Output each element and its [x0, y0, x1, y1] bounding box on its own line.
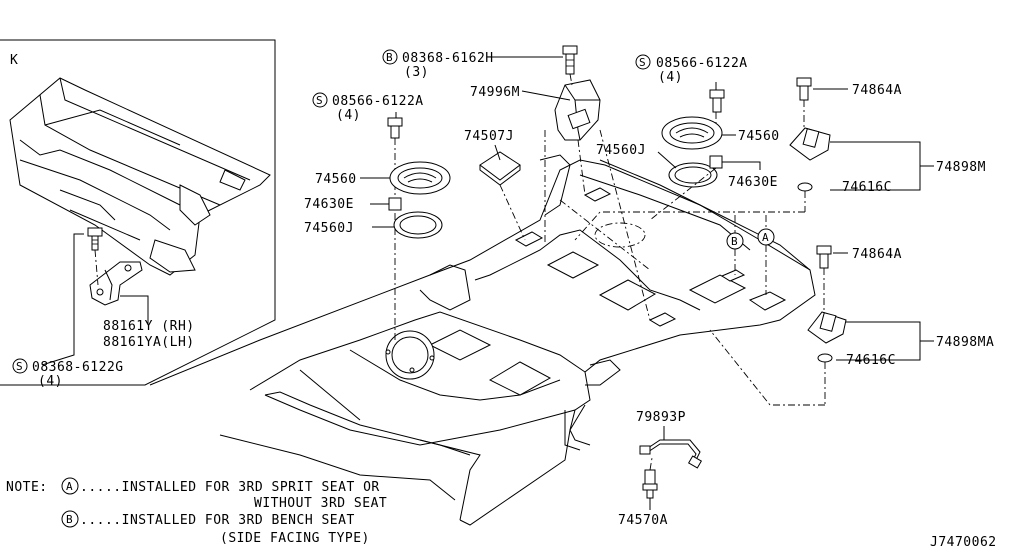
note-a-line1: .....INSTALLED FOR 3RD SPRIT SEAT OR	[80, 480, 380, 495]
part-number-74507j: 74507J	[464, 129, 514, 144]
nut-74630e-right	[709, 155, 723, 169]
clip-74570a	[642, 469, 658, 499]
note-marker-a-circle	[61, 477, 79, 495]
notes: NOTE: A .....INSTALLED FOR 3RD SPRIT SEA…	[6, 477, 387, 546]
pad-74507j	[479, 151, 521, 186]
note-a-line2: WITHOUT 3RD SEAT	[254, 496, 387, 511]
note-b-line2: (SIDE FACING TYPE)	[220, 531, 370, 546]
note-b-line1: .....INSTALLED FOR 3RD BENCH SEAT	[80, 513, 355, 528]
part-number-08368-6122g: 08368-6122G	[32, 360, 124, 375]
marker-s-circle	[312, 92, 328, 108]
quantity-label: (4)	[38, 374, 63, 389]
bolt-08368-6162h	[562, 45, 578, 75]
part-number-74560-left: 74560	[315, 172, 357, 187]
part-number-88161y: 88161Y (RH)	[103, 319, 195, 334]
part-number-74864a-top: 74864A	[852, 83, 902, 98]
part-number-08566-6122a-left: 08566-6122A	[332, 94, 424, 109]
screw-08566-6122a-left	[387, 117, 403, 139]
part-number-08566-6122a-right: 08566-6122A	[656, 56, 748, 71]
part-number-74630e-left: 74630E	[304, 197, 354, 212]
part-number-74996m: 74996M	[470, 85, 520, 100]
note-prefix: NOTE:	[6, 480, 48, 495]
hook-74898m	[789, 127, 831, 161]
marker-s-label: S	[316, 94, 323, 107]
nut-74630e-left	[388, 197, 402, 211]
part-number-74898ma: 74898MA	[936, 335, 994, 350]
bolt-08368-6122g	[87, 227, 103, 251]
marker-b-floor-label: B	[731, 235, 738, 248]
detail-view-label: K	[10, 53, 18, 68]
part-number-79893p: 79893P	[636, 410, 686, 425]
quantity-label: (3)	[404, 65, 429, 80]
note-marker-b-circle	[61, 510, 79, 528]
part-number-74560j-left: 74560J	[304, 221, 354, 236]
note-marker-b-label: B	[66, 513, 73, 526]
washer-74616c-mid	[817, 353, 833, 363]
part-number-88161ya: 88161YA(LH)	[103, 335, 195, 350]
part-number-08368-6162h: 08368-6162H	[402, 51, 494, 66]
part-number-74898m: 74898M	[936, 160, 986, 175]
quantity-label: (4)	[336, 108, 361, 123]
marker-s-circle	[12, 358, 28, 374]
harness-79893p	[639, 439, 703, 469]
part-number-74864a-mid: 74864A	[852, 247, 902, 262]
quantity-label: (4)	[658, 70, 683, 85]
hook-74898ma	[807, 311, 847, 344]
floor-panel	[149, 154, 816, 526]
detail-view-k: K	[0, 39, 276, 389]
screw-08566-6122a-right	[709, 89, 725, 113]
plug-74560-left	[389, 161, 451, 195]
inset-floor-panel	[9, 77, 271, 276]
bolt-74864a-top	[796, 77, 812, 101]
marker-b-label: B	[386, 51, 393, 64]
bracket-74996m	[554, 79, 601, 141]
seal-74560j-right	[668, 162, 718, 188]
bolt-74864a-mid	[816, 245, 832, 269]
note-marker-a-label: A	[66, 480, 73, 493]
part-number-74630e-right: 74630E	[728, 175, 778, 190]
part-number-74560-right: 74560	[738, 129, 780, 144]
marker-b-circle	[382, 49, 398, 65]
part-number-74616c-mid: 74616C	[846, 353, 896, 368]
bracket-88161y	[89, 261, 143, 306]
plug-74560-right	[661, 116, 723, 150]
washer-74616c-top	[797, 182, 813, 192]
part-number-74616c-top: 74616C	[842, 180, 892, 195]
marker-s-label: S	[16, 360, 23, 373]
seal-74560j-left	[393, 211, 443, 239]
marker-s-label: S	[639, 56, 646, 69]
marker-a-floor-label: A	[762, 231, 769, 244]
marker-s-circle	[635, 54, 651, 70]
part-number-74560j-right: 74560J	[596, 143, 646, 158]
part-number-74570a: 74570A	[618, 513, 668, 528]
diagram-id: J7470062	[930, 535, 997, 550]
